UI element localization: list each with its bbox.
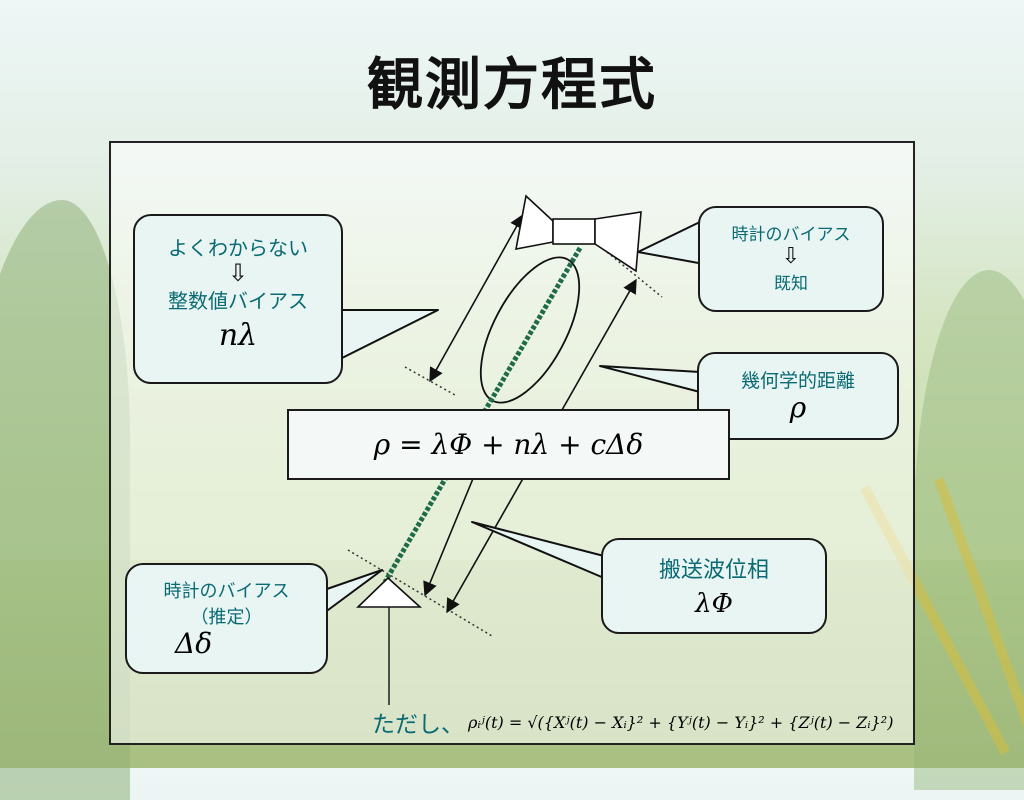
footer-formula: ρᵢʲ(t) = √({Xʲ(t) − Xᵢ}² + {Yʲ(t) − Yᵢ}²… — [468, 712, 894, 732]
callout-integer-bias-symbol: nλ — [218, 318, 258, 353]
callout-integer-bias: よくわからない ⇩ 整数値バイアス nλ — [133, 214, 343, 384]
footer-definition: ただし、 ρᵢʲ(t) = √({Xʲ(t) − Xᵢ}² + {Yʲ(t) −… — [372, 700, 893, 744]
diagram-canvas — [323, 194, 705, 705]
slide-title: 観測方程式 — [367, 53, 657, 118]
callout-geometric-distance: 幾何学的距離 ρ — [697, 352, 899, 440]
down-arrow-icon: ⇩ — [227, 259, 249, 287]
down-arrow-icon: ⇩ — [781, 244, 801, 269]
callout-integer-bias-line1: よくわからない — [168, 236, 308, 260]
callout-clock-satellite-line1: 時計のバイアス — [731, 225, 851, 245]
callout-clock-bias-receiver: 時計のバイアス （推定） Δδ — [125, 563, 328, 674]
satellite-icon — [514, 194, 642, 273]
callout-carrier-phase-line1: 搬送波位相 — [658, 558, 769, 583]
pointer-geometric-distance — [599, 365, 701, 393]
callout-clock-satellite-line2: 既知 — [774, 274, 808, 294]
callout-integer-bias-line2: 整数値バイアス — [168, 289, 308, 313]
callout-carrier-phase: 搬送波位相 λΦ — [601, 538, 827, 634]
callout-clock-receiver-line2: （推定） — [190, 607, 263, 628]
callout-clock-receiver-line1: 時計のバイアス — [163, 581, 290, 602]
footer-lead: ただし、 — [372, 712, 464, 738]
callout-carrier-phase-symbol: λΦ — [695, 589, 733, 619]
callout-clock-receiver-symbol: Δδ — [175, 627, 213, 660]
callout-geometric-distance-symbol: ρ — [789, 391, 807, 424]
integer-ambiguity-arrow — [429, 213, 524, 383]
observation-equation: ρ = λΦ + nλ + cΔδ — [287, 409, 730, 480]
receiver-triangle-icon — [356, 576, 423, 705]
pointer-integer-bias — [337, 309, 439, 361]
pointer-carrier-phase — [471, 521, 605, 579]
callout-clock-bias-satellite: 時計のバイアス ⇩ 既知 — [698, 206, 884, 312]
callout-geometric-distance-line1: 幾何学的距離 — [740, 370, 855, 392]
receiver-guide-dotted — [347, 549, 493, 637]
pointer-clock-satellite — [637, 219, 705, 265]
